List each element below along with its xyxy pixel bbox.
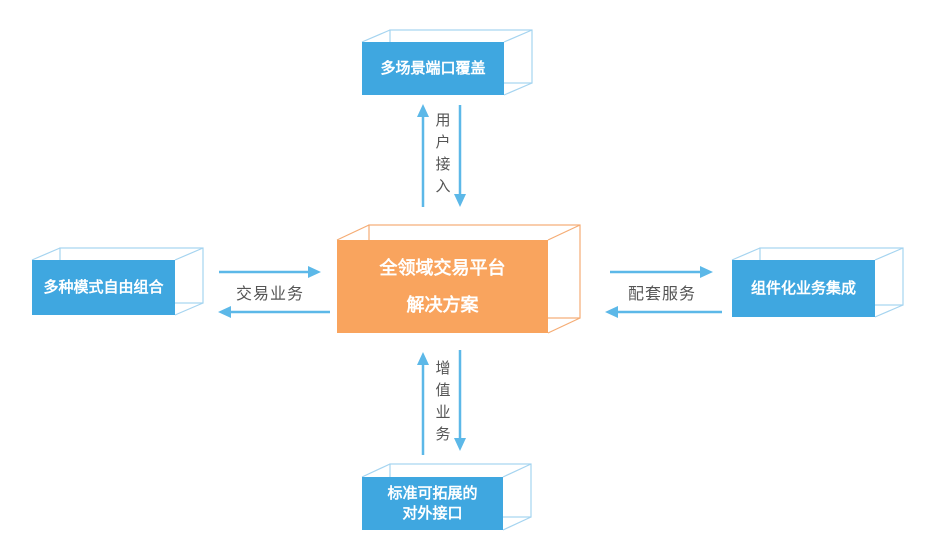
left-left-arrow-head — [218, 306, 231, 318]
left-right-arrow-head — [308, 266, 321, 278]
center-node-edge-tr — [547, 224, 581, 241]
right-right-arrow-head — [700, 266, 713, 278]
top-connector — [417, 104, 466, 207]
node-top-edge-tl — [361, 29, 391, 43]
center-node-edge-br — [547, 317, 581, 334]
node-top-front-face — [362, 42, 504, 95]
node-right-edge-tl — [731, 247, 761, 261]
node-bottom-edge-br — [502, 516, 532, 531]
center-node-front-face — [337, 240, 548, 333]
center-node-edge-tl — [336, 224, 370, 241]
node-bottom-edge-tr — [502, 463, 532, 478]
node-top-box — [361, 29, 533, 96]
node-bottom-box — [361, 463, 532, 531]
node-left-edge-tl — [31, 247, 61, 261]
node-bottom-edge-tl — [361, 463, 391, 478]
node-left-edge-br — [174, 302, 204, 316]
node-right-box — [731, 247, 904, 318]
node-bottom-front-face — [362, 477, 503, 530]
right-connector — [605, 266, 722, 318]
node-left-edge-tr — [174, 247, 204, 261]
bottom-connector — [417, 350, 466, 455]
center-node-box — [336, 224, 581, 334]
bottom-up-arrow-head — [417, 352, 429, 365]
node-left-box — [31, 247, 204, 316]
left-connector — [218, 266, 330, 318]
node-left-front-face — [32, 260, 175, 315]
node-top-edge-br — [503, 82, 533, 96]
right-left-arrow-head — [605, 306, 618, 318]
node-right-edge-br — [874, 304, 904, 318]
node-top-edge-tr — [503, 29, 533, 43]
top-up-arrow-head — [417, 104, 429, 117]
bottom-down-arrow-head — [454, 438, 466, 451]
top-down-arrow-head — [454, 194, 466, 207]
node-right-front-face — [732, 260, 875, 317]
node-right-edge-tr — [874, 247, 904, 261]
